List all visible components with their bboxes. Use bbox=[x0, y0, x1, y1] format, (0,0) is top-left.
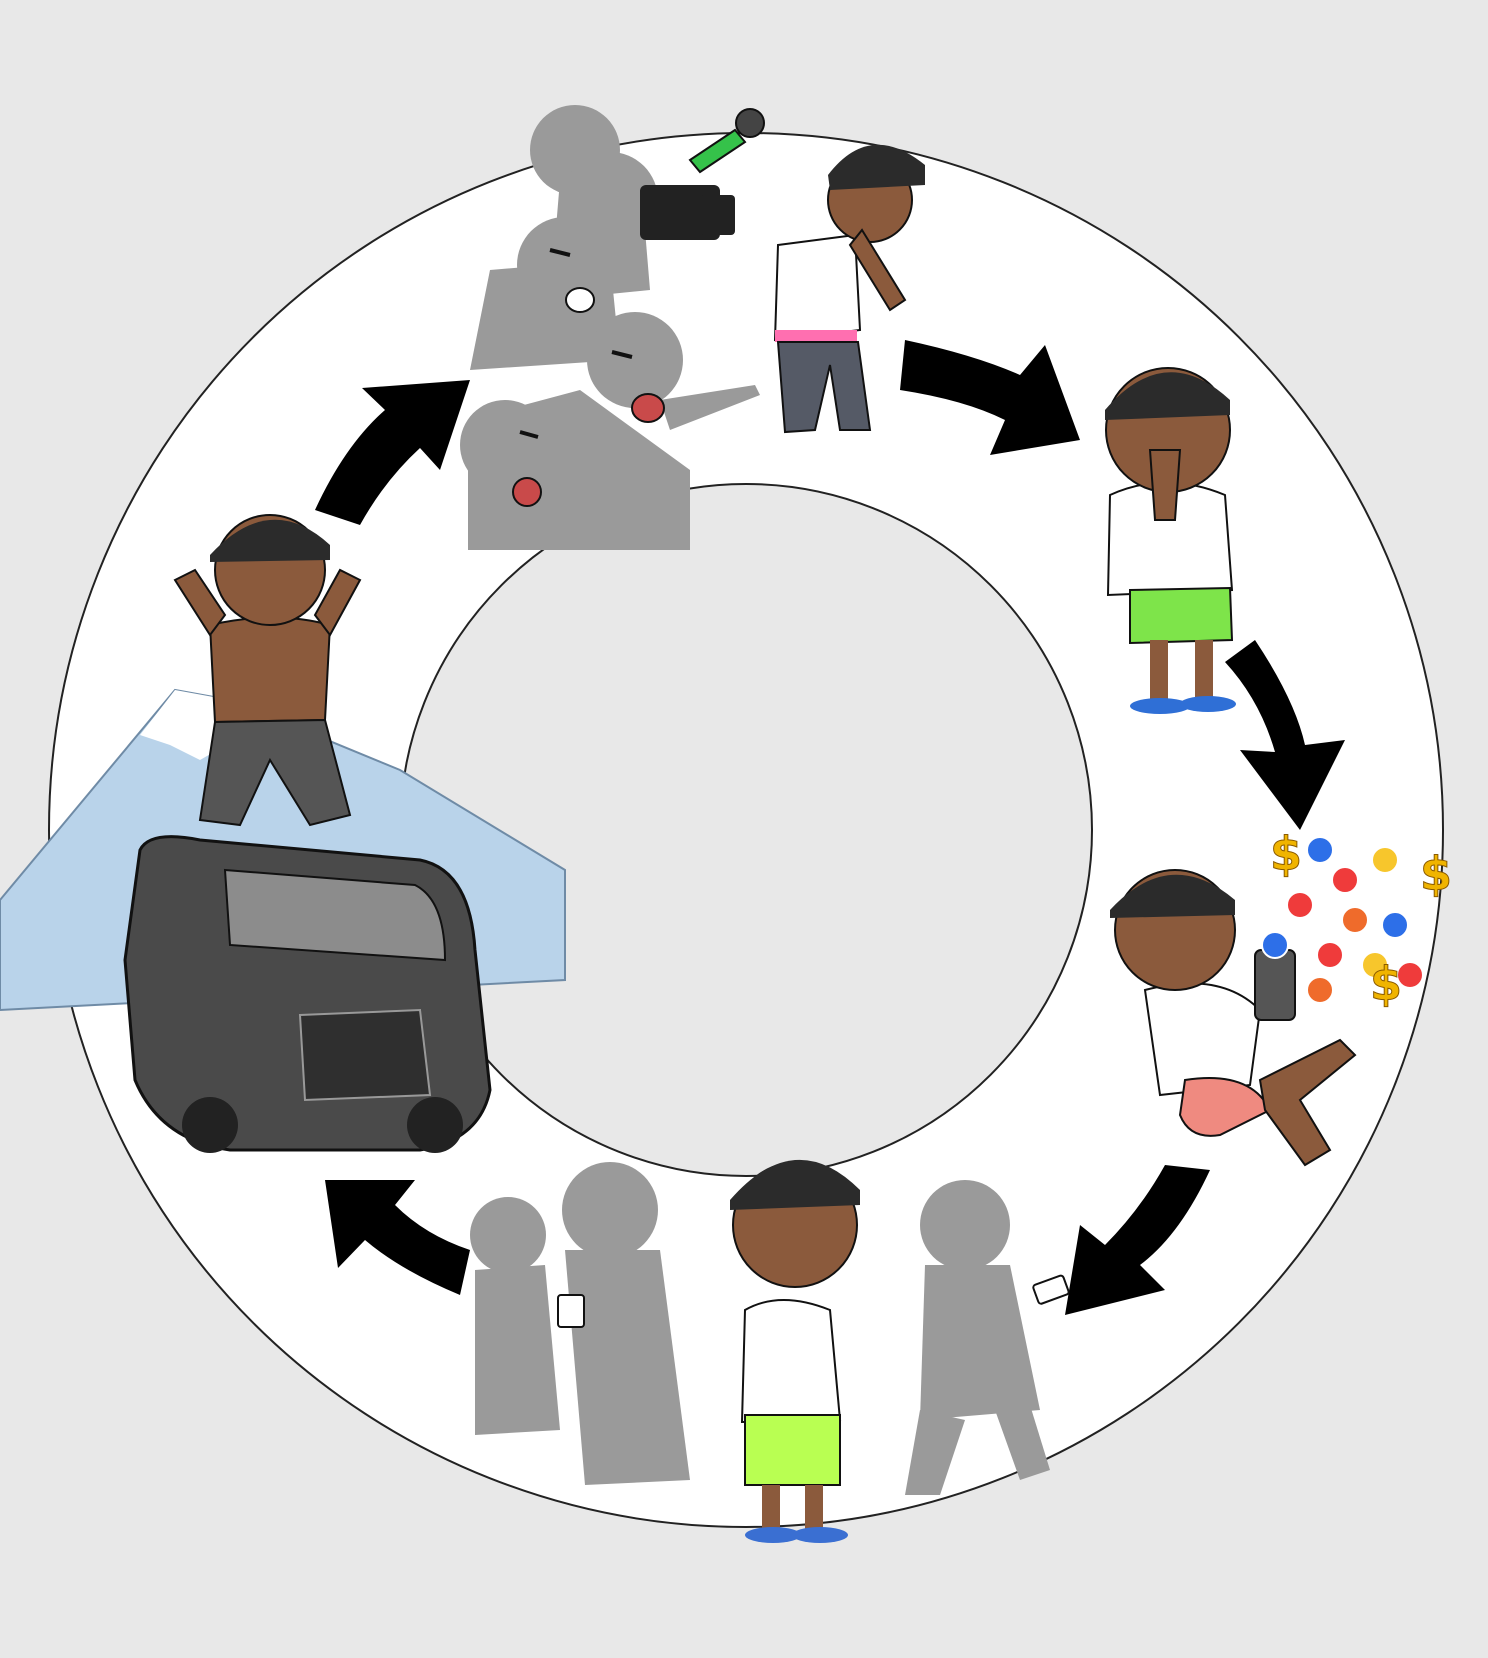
like-reaction-icon bbox=[1306, 836, 1334, 864]
dollar-sign-icon: $ bbox=[1270, 827, 1302, 881]
heart-reaction-icon bbox=[1396, 961, 1424, 989]
reaction-burst: $ $ $ bbox=[1261, 827, 1453, 1012]
angry-reaction-icon bbox=[1341, 906, 1369, 934]
heart-reaction-icon bbox=[1286, 891, 1314, 919]
arrow-2-icon bbox=[1225, 640, 1345, 830]
arrow-3-icon bbox=[1065, 1165, 1210, 1315]
shirtless-man-on-van-icon bbox=[173, 514, 362, 827]
like-reaction-icon bbox=[1381, 911, 1409, 939]
heart-reaction-icon bbox=[1316, 941, 1344, 969]
bored-man-icon bbox=[730, 1159, 860, 1543]
embarrassed-man-icon bbox=[773, 144, 925, 434]
haha-reaction-icon bbox=[1371, 846, 1399, 874]
cycle-ring bbox=[48, 132, 1444, 1528]
panel-embarrassed bbox=[773, 144, 925, 434]
panel-famous: $ $ $ bbox=[1110, 827, 1453, 1167]
heart-reaction-icon bbox=[1331, 866, 1359, 894]
van-icon bbox=[123, 835, 492, 1153]
dollar-sign-icon: $ bbox=[1370, 957, 1402, 1011]
arrow-4-icon bbox=[325, 1180, 470, 1295]
panel-gossip bbox=[470, 1159, 1070, 1543]
panel-begging bbox=[1105, 367, 1236, 714]
angry-reaction-icon bbox=[1306, 976, 1334, 1004]
onlookers-gossiping-icon bbox=[470, 1162, 1070, 1495]
panel-press-mob bbox=[460, 105, 765, 550]
dollar-sign-icon: $ bbox=[1420, 847, 1452, 901]
cycle-arrows bbox=[315, 340, 1345, 1315]
haha-reaction-icon bbox=[1361, 951, 1389, 979]
angry-reporters-mob-icon bbox=[460, 105, 765, 550]
crying-man-pleading-icon bbox=[1105, 367, 1236, 714]
panel-show-off bbox=[0, 514, 566, 1153]
arrow-5-icon bbox=[315, 380, 470, 525]
smug-man-with-phone-icon bbox=[1110, 869, 1357, 1167]
arrow-1-icon bbox=[900, 340, 1080, 455]
like-reaction-icon bbox=[1261, 931, 1289, 959]
